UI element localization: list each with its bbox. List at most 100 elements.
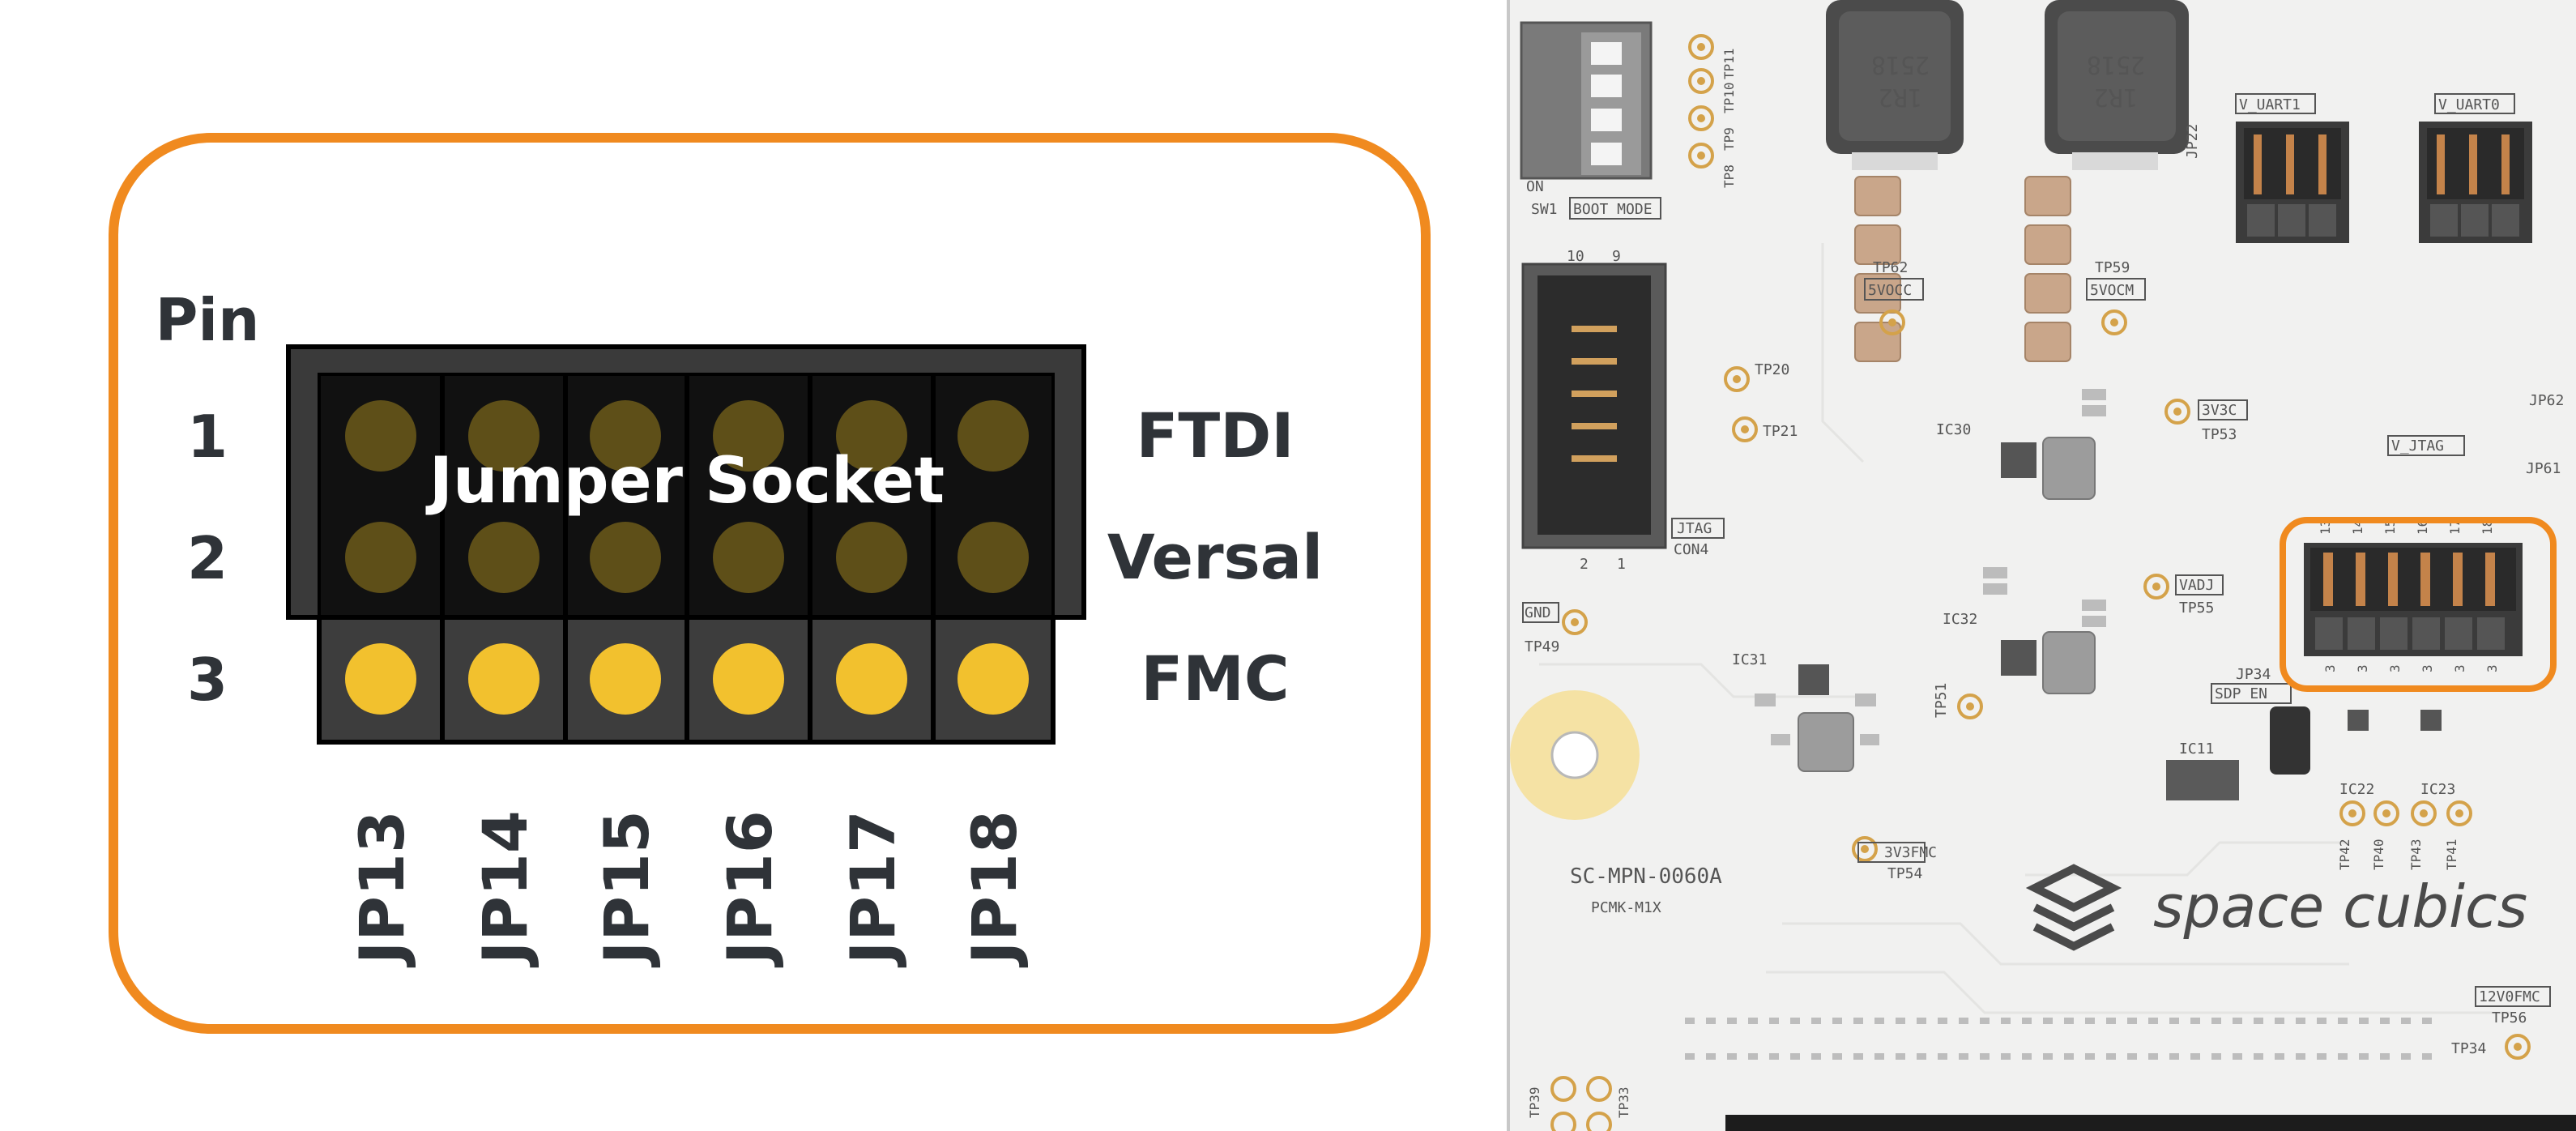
svg-text:3: 3 [2484,664,2500,672]
svg-text:TP20: TP20 [1755,361,1789,378]
testpoint [1688,68,1714,94]
pad [2338,1018,2348,1024]
jumper-label-jp15: JP15 [591,810,663,968]
pad [2233,1053,2242,1060]
jtag-header-pin [2356,553,2365,606]
testpoint-label: TP8 [1721,164,1737,188]
pad [1853,1018,1863,1024]
pin-jp16-1 [713,400,784,472]
pad [2296,1018,2305,1024]
svg-text:PCMK-M1X: PCMK-M1X [1591,899,1661,916]
pad [2022,1018,2032,1024]
svg-text:1R2: 1R2 [2094,83,2138,111]
pin-numbers: 123 [187,403,228,714]
pad [1748,1018,1758,1024]
pad [2422,1018,2432,1024]
pad [2254,1053,2263,1060]
pad [2001,1018,2011,1024]
pad [2022,1053,2032,1060]
svg-text:GND: GND [1525,604,1551,621]
svg-text:5VOCM: 5VOCM [2090,282,2134,299]
pad [2043,1018,2053,1024]
jumper-label-jp14: JP14 [469,810,541,968]
svg-text:BOOT MODE: BOOT MODE [1573,201,1653,218]
testpoint [1688,143,1714,169]
jtag-header-socket [2412,617,2440,650]
pad [2106,1053,2116,1060]
testpoint-label: TP41 [2444,839,2459,870]
svg-text:TP53: TP53 [2202,426,2237,443]
pad [1790,1053,1800,1060]
svg-text:10: 10 [1567,248,1584,265]
signal-name-versal: Versal [1107,521,1323,593]
testpoint [2373,800,2399,826]
svg-text:V_JTAG: V_JTAG [2391,437,2444,455]
svg-text:VADJ: VADJ [2179,577,2214,594]
pad [1959,1053,1968,1060]
pin-jp13-3 [345,643,416,715]
jtag-header-socket [2477,617,2505,650]
jtag-connector-con4: 10 9 JTAG CON4 2 1 [1521,248,1725,573]
inductor-right: 1R2 2518 [2045,0,2189,170]
jtag-header-pin [2453,553,2463,606]
pad [2001,1053,2011,1060]
svg-text:TP21: TP21 [1763,423,1798,440]
testpoint [2446,800,2472,826]
pad [1727,1018,1737,1024]
uart0-header: V_UART0 [2419,93,2532,243]
svg-text:TP34: TP34 [2451,1040,2486,1057]
jumper-label-jp13: JP13 [346,810,418,968]
pad [1706,1018,1716,1024]
svg-text:3: 3 [2420,664,2435,672]
pad [2127,1018,2137,1024]
svg-text:TP59: TP59 [2095,259,2130,276]
pad [1917,1053,1926,1060]
ic-components [1798,437,2442,800]
pad [2380,1053,2390,1060]
pad [2422,1053,2432,1060]
svg-text:TP49: TP49 [1525,638,1559,655]
testpoint-label: TP42 [2337,839,2352,870]
pad [1685,1018,1695,1024]
pin-jp17-3 [836,643,907,715]
pad [1685,1053,1695,1060]
svg-text:IC23: IC23 [2420,781,2455,798]
pin-jp14-2 [468,522,540,593]
pad [2106,1018,2116,1024]
pad [2043,1053,2053,1060]
pin-jp15-2 [590,522,661,593]
capacitors [1854,176,2071,362]
pad [1938,1018,1947,1024]
pad [2233,1018,2242,1024]
svg-text:TP62: TP62 [1873,259,1908,276]
jtag-header-pin [2485,553,2495,606]
pad [2211,1053,2221,1060]
pad [1769,1018,1779,1024]
pad [2254,1018,2263,1024]
pad [1917,1018,1926,1024]
svg-text:JP61: JP61 [2526,460,2561,477]
svg-text:ON: ON [1526,178,1544,195]
pin-jp16-3 [713,643,784,715]
pin-jp17-1 [836,400,907,472]
testpoint [1688,34,1714,60]
jumper-label-jp16: JP16 [714,810,786,968]
svg-text:SC-MPN-0060A: SC-MPN-0060A [1570,864,1722,889]
svg-text:SDP EN: SDP EN [2215,685,2267,702]
pad [1769,1053,1779,1060]
pad [2127,1053,2137,1060]
pad [1748,1053,1758,1060]
inductor-left: 1R2 2518 [1826,0,1964,170]
pad [2169,1053,2179,1060]
jtag-header-socket [2380,617,2408,650]
uart1-header: V_UART1 [2235,93,2349,243]
svg-text:1R2: 1R2 [1879,83,1922,111]
pin-jp18-3 [957,643,1029,715]
svg-text:2518: 2518 [2087,50,2145,79]
pad [2401,1053,2411,1060]
svg-text:JP34: JP34 [2236,666,2271,683]
